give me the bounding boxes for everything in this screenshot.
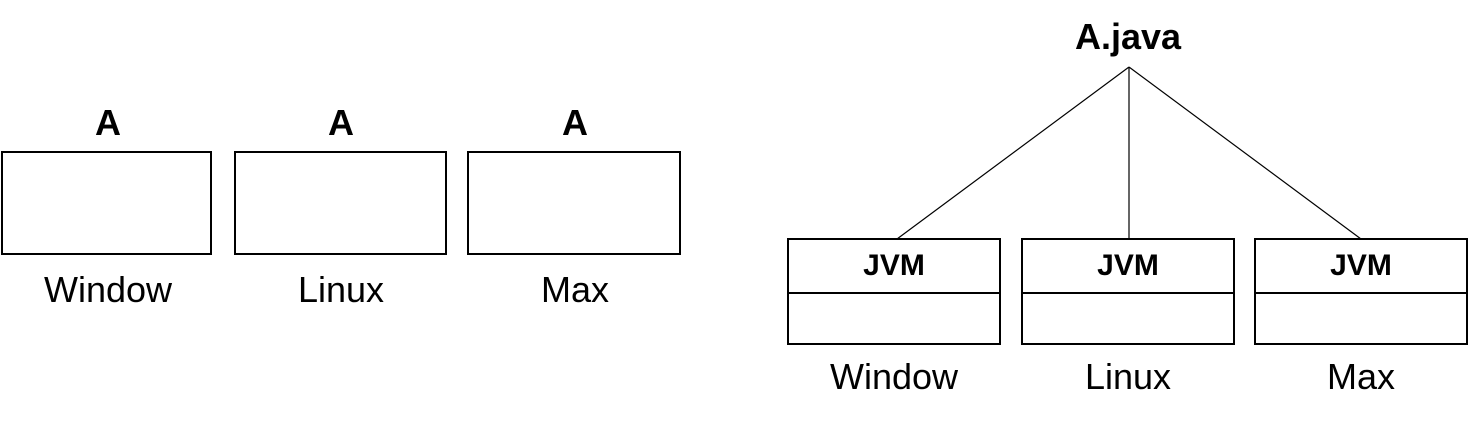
connector-line-window [896,66,1130,240]
jvm-platform-label-max: Max [1326,356,1395,397]
jvm-platform-label-window: Window [829,356,959,397]
native-platform-label-window: Window [43,269,173,310]
native-program-title-linux: A [328,102,354,143]
jvm-box-linux: JVM [1021,238,1235,345]
jvm-label-window: JVM [789,240,999,294]
source-file-label: A.java [1074,16,1182,57]
native-program-box-window [1,151,212,255]
jvm-box-window: JVM [787,238,1001,345]
connector-line-max [1128,66,1362,240]
native-platform-label-max: Max [540,269,609,310]
native-program-title-window: A [95,102,121,143]
jvm-platform-label-linux: Linux [1084,356,1172,397]
jvm-label-linux: JVM [1023,240,1233,294]
native-program-title-max: A [562,102,588,143]
native-program-box-linux [234,151,447,255]
native-program-box-max [467,151,681,255]
jvm-box-max: JVM [1254,238,1468,345]
jvm-label-max: JVM [1256,240,1466,294]
native-platform-label-linux: Linux [297,269,385,310]
